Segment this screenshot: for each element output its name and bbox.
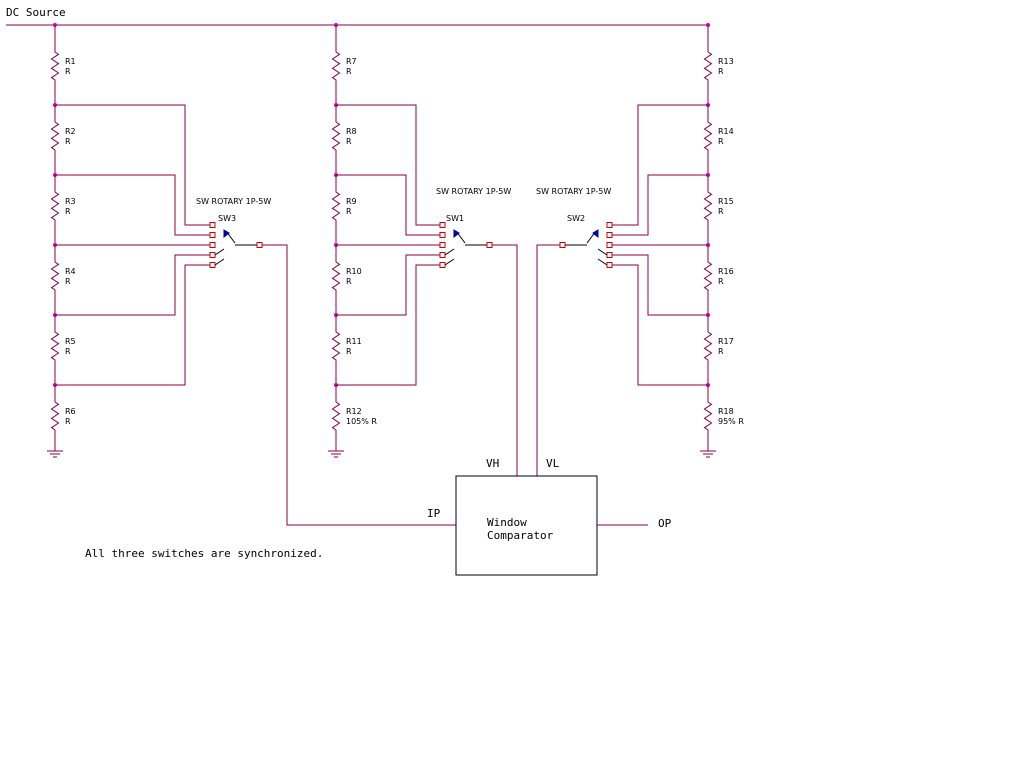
resistor-value-label: R — [65, 417, 71, 426]
ip-label: IP — [427, 507, 441, 520]
ground-icon — [700, 447, 716, 458]
resistor-r11 — [331, 315, 341, 385]
taps-left-to-sw3 — [55, 104, 210, 386]
vh-label: VH — [486, 457, 499, 470]
resistor-ref-label: R18 — [718, 407, 734, 416]
resistor-value-label: R — [718, 207, 724, 216]
resistor-ref-label: R3 — [65, 197, 76, 206]
taps-middle-to-sw1 — [336, 104, 440, 386]
resistor-r15 — [703, 175, 713, 245]
resistor-value-label: 95% R — [718, 417, 744, 426]
resistor-ref-label: R9 — [346, 197, 357, 206]
resistor-value-label: R — [346, 277, 352, 286]
sw2-type-label: SW ROTARY 1P-5W — [536, 187, 611, 196]
resistor-r12 — [331, 385, 341, 447]
resistor-r10 — [331, 245, 341, 315]
resistor-value-label: R — [346, 137, 352, 146]
sync-note: All three switches are synchronized. — [85, 547, 323, 560]
resistor-r1 — [50, 35, 60, 105]
resistor-value-label: R — [718, 67, 724, 76]
comparator-label-line2: Comparator — [487, 529, 554, 542]
resistor-r13 — [703, 35, 713, 105]
op-label: OP — [658, 517, 672, 530]
resistor-value-label: R — [346, 347, 352, 356]
rotary-switch-sw3: SW ROTARY 1P-5W SW3 — [196, 197, 456, 526]
resistor-r5 — [50, 315, 60, 385]
resistor-value-label: R — [65, 207, 71, 216]
resistor-ref-label: R17 — [718, 337, 734, 346]
resistor-ref-label: R5 — [65, 337, 76, 346]
resistor-r4 — [50, 245, 60, 315]
resistor-r7 — [331, 35, 341, 105]
resistor-value-label: 105% R — [346, 417, 377, 426]
resistor-value-label: R — [65, 347, 71, 356]
resistor-value-label: R — [718, 137, 724, 146]
resistor-ref-label: R2 — [65, 127, 76, 136]
resistor-ref-label: R1 — [65, 57, 76, 66]
taps-right-to-sw2 — [612, 104, 708, 386]
resistor-value-label: R — [65, 137, 71, 146]
window-comparator: Window Comparator VH VL IP OP — [427, 457, 672, 576]
sw1-type-label: SW ROTARY 1P-5W — [436, 187, 511, 196]
resistor-r6 — [50, 385, 60, 447]
resistor-ref-label: R7 — [346, 57, 357, 66]
vl-label: VL — [546, 457, 560, 470]
ground-icon — [328, 447, 344, 458]
resistor-r3 — [50, 175, 60, 245]
sw2-ref-label: SW2 — [567, 214, 585, 223]
resistor-r17 — [703, 315, 713, 385]
resistor-ref-label: R15 — [718, 197, 734, 206]
resistor-ref-label: R13 — [718, 57, 734, 66]
resistor-r18 — [703, 385, 713, 447]
resistor-r14 — [703, 105, 713, 175]
resistor-ref-label: R6 — [65, 407, 76, 416]
resistor-value-label: R — [346, 207, 352, 216]
rotary-switch-sw1: SW ROTARY 1P-5W SW1 — [436, 187, 518, 476]
comparator-label-line1: Window — [487, 516, 527, 529]
sw3-ref-label: SW3 — [218, 214, 236, 223]
resistor-value-label: R — [718, 347, 724, 356]
resistor-value-label: R — [65, 277, 71, 286]
resistor-value-label: R — [65, 67, 71, 76]
sw3-type-label: SW ROTARY 1P-5W — [196, 197, 271, 206]
resistor-ref-label: R12 — [346, 407, 362, 416]
rotary-switch-sw2: SW ROTARY 1P-5W SW2 — [536, 187, 613, 476]
resistor-ref-label: R11 — [346, 337, 362, 346]
dc-source-label: DC Source — [6, 6, 66, 19]
resistor-r9 — [331, 175, 341, 245]
resistor-ref-label: R16 — [718, 267, 734, 276]
resistor-r16 — [703, 245, 713, 315]
sw1-ref-label: SW1 — [446, 214, 464, 223]
resistor-ref-label: R14 — [718, 127, 734, 136]
resistor-value-label: R — [346, 67, 352, 76]
resistor-r8 — [331, 105, 341, 175]
supply-bus — [6, 23, 710, 27]
resistor-ref-label: R4 — [65, 267, 76, 276]
resistor-r2 — [50, 105, 60, 175]
resistor-ref-label: R10 — [346, 267, 362, 276]
ground-icon — [47, 447, 63, 458]
resistor-ref-label: R8 — [346, 127, 357, 136]
resistor-value-label: R — [718, 277, 724, 286]
